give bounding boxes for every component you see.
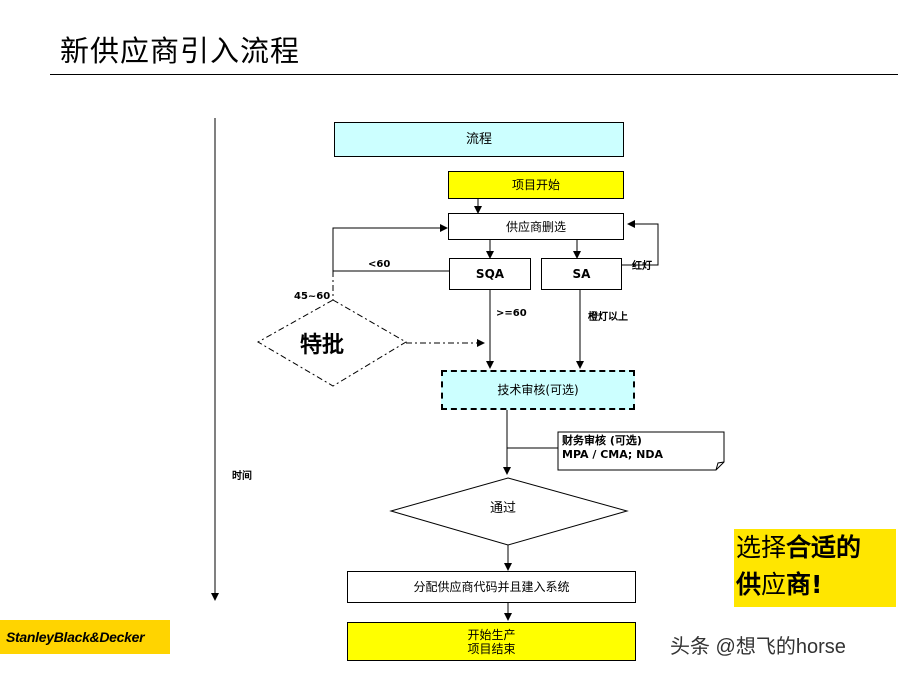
- production-box: 开始生产 项目结束: [347, 622, 636, 661]
- arrow-sa-redlight-loop: [620, 220, 659, 266]
- callout-part-3: 供: [736, 570, 762, 599]
- callout-part-1: 选择: [736, 533, 787, 562]
- flow-header-box: 流程: [334, 122, 624, 157]
- sqa-box: SQA: [449, 258, 531, 290]
- title-divider: [50, 74, 898, 75]
- callout-box: 选择合适的 供应商!: [734, 529, 896, 607]
- tech-review-box: 技术审核(可选): [441, 370, 635, 410]
- arrow-sqa-lt60-loop: [332, 224, 450, 272]
- callout-part-5: 商!: [786, 570, 823, 599]
- production-line-1: 开始生产: [467, 627, 516, 642]
- label-45-60: 45~60: [294, 291, 331, 302]
- callout-part-4: 应: [761, 570, 787, 599]
- finance-note-line-2: MPA / CMA; NDA: [562, 448, 664, 461]
- special-approval-diamond: [256, 299, 407, 387]
- label-red-light: 红灯: [632, 261, 652, 272]
- production-line-2: 项目结束: [467, 641, 516, 656]
- watermark-text: 头条 @想飞的horse: [670, 636, 846, 658]
- finance-note-text: 财务审核 (可选) MPA / CMA; NDA: [562, 434, 663, 462]
- finance-note-shape: [557, 431, 725, 471]
- assign-code-box: 分配供应商代码并且建入系统: [347, 571, 636, 603]
- sa-box: SA: [541, 258, 622, 290]
- page-title: 新供应商引入流程: [60, 34, 301, 68]
- special-approval-label: 特批: [300, 333, 345, 358]
- finance-note-line-1: 财务审核 (可选): [562, 434, 642, 447]
- label-lt60: <60: [368, 259, 391, 270]
- stanley-logo: StanleyBlack&Decker: [0, 620, 170, 654]
- label-ge60: >=60: [496, 308, 527, 319]
- supplier-screening-box: 供应商删选: [448, 213, 624, 240]
- label-orange-up: 橙灯以上: [588, 312, 628, 323]
- callout-part-2: 合适的: [786, 533, 862, 562]
- pass-label: 通过: [490, 501, 517, 516]
- time-axis-label: 时间: [232, 471, 252, 482]
- project-start-box: 项目开始: [448, 171, 624, 199]
